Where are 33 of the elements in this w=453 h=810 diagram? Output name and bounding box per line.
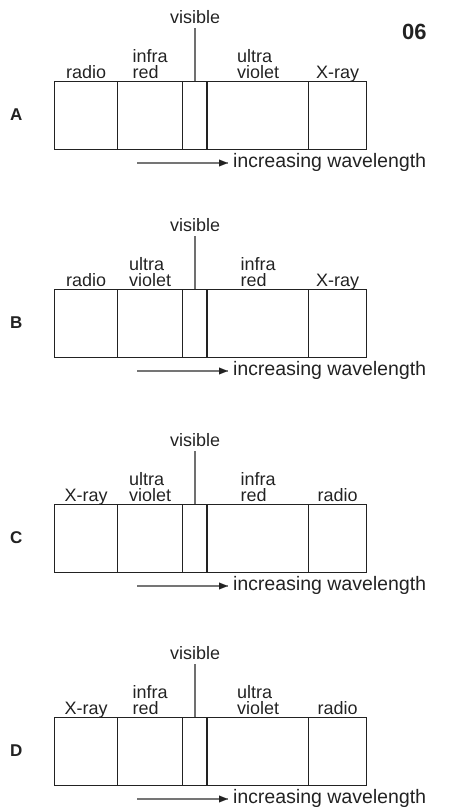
region-label: radio — [66, 64, 106, 81]
question-number: 06 — [402, 22, 426, 42]
region-label: X-ray — [64, 700, 108, 717]
region-label: X-ray — [64, 487, 108, 504]
region-label: radio — [317, 487, 358, 504]
axis-caption: increasing wavelength — [233, 787, 426, 807]
leader-line — [194, 451, 196, 504]
option-letter: A — [10, 105, 22, 125]
region-label: X-ray — [316, 272, 359, 289]
axis-caption: increasing wavelength — [233, 574, 426, 594]
region-label: X-ray — [316, 64, 359, 81]
leader-line — [194, 664, 196, 717]
axis-caption: increasing wavelength — [233, 359, 426, 379]
option-letter: B — [10, 313, 22, 333]
region-label: ultra violet — [128, 471, 172, 504]
region-label: ultra violet — [236, 48, 280, 81]
region-label: visible — [160, 643, 230, 663]
region-label: infra red — [132, 684, 168, 717]
region-label: radio — [66, 272, 106, 289]
option-letter: C — [10, 528, 22, 548]
region-label: infra red — [240, 471, 276, 504]
region-label: infra red — [240, 256, 276, 289]
region-label: visible — [160, 430, 230, 450]
region-label: visible — [160, 7, 230, 27]
region-label: radio — [317, 700, 358, 717]
leader-line — [194, 28, 196, 81]
region-label: ultra violet — [128, 256, 172, 289]
axis-caption: increasing wavelength — [233, 151, 426, 171]
option-letter: D — [10, 741, 22, 761]
leader-line — [194, 236, 196, 289]
region-label: infra red — [132, 48, 168, 81]
region-label: ultra violet — [236, 684, 280, 717]
region-label: visible — [160, 215, 230, 235]
